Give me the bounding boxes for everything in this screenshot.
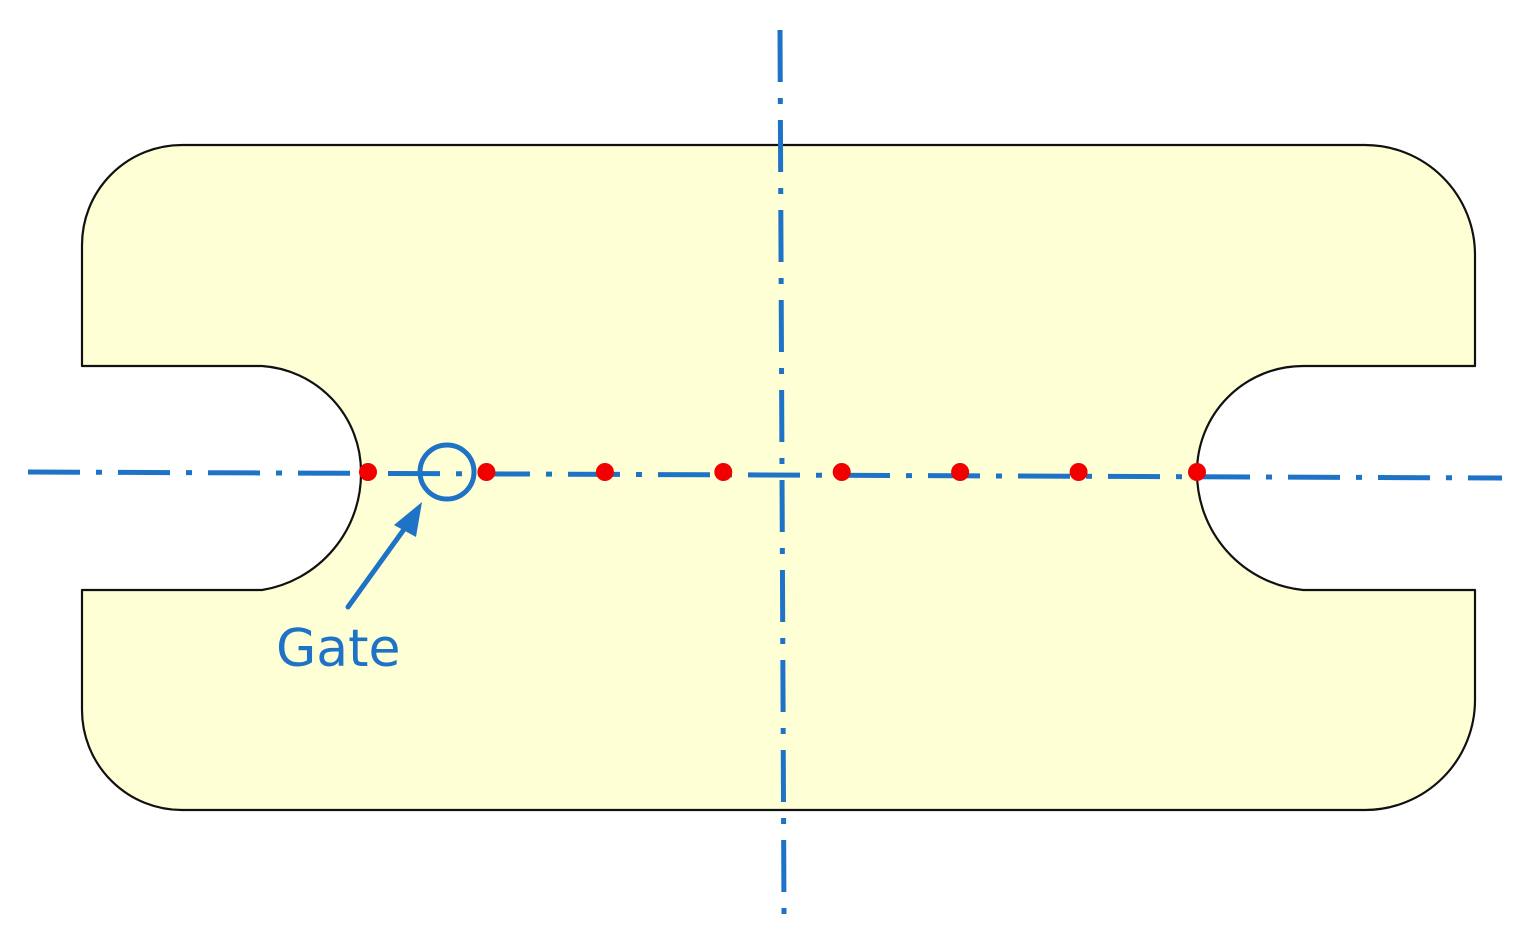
sample-point-8	[1188, 463, 1206, 481]
sample-point-7	[1069, 463, 1088, 481]
sample-point-5	[832, 463, 851, 481]
sample-points	[359, 463, 1206, 481]
gate-arrow-shaft	[345, 518, 413, 610]
gate-marker	[417, 442, 477, 502]
gate-label: Gate	[276, 619, 401, 679]
sample-point-3	[595, 463, 614, 481]
sample-point-6	[951, 463, 970, 481]
vertical-centerline	[777, 29, 787, 915]
sample-point-1	[359, 463, 377, 481]
gate-arrow-head	[394, 502, 422, 537]
sample-point-2	[477, 463, 496, 481]
horizontal-centerline	[27, 469, 1503, 481]
sample-point-4	[714, 463, 733, 481]
